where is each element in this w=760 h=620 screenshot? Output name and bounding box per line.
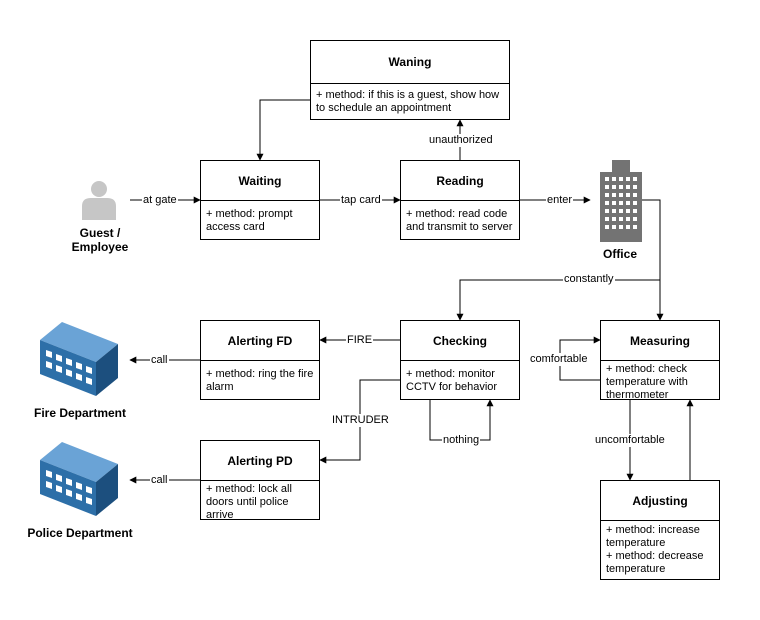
state-waiting[interactable]: Waiting + method: prompt access card	[200, 160, 320, 240]
transition-label-constantly: constantly	[563, 273, 615, 286]
guest-label-line: Guest /	[79, 226, 121, 240]
method-line: access card	[206, 221, 265, 233]
edge-waning-to-waiting	[256, 99, 310, 161]
method-line: alarm	[206, 381, 234, 393]
state-alerting-fd[interactable]: Alerting FD + method: ring the fire alar…	[200, 320, 320, 400]
state-title: Reading	[401, 161, 519, 201]
method-line: + method: decrease	[606, 550, 704, 562]
method-line: temperature	[606, 537, 666, 549]
state-methods: + method: read code and transmit to serv…	[406, 208, 515, 234]
state-methods: + method: prompt access card	[206, 208, 315, 234]
method-line: temperature	[606, 563, 666, 575]
office-building-icon	[600, 160, 642, 242]
method-line: + method: check	[606, 363, 688, 375]
state-methods: + method: lock all doors until police ar…	[206, 483, 315, 522]
fire-department-label: Fire Department	[33, 406, 127, 420]
transition-label-comfortable: comfortable	[529, 353, 589, 366]
transition-label-unauthorized: unauthorized	[428, 134, 494, 147]
method-line: CCTV for behavior	[406, 381, 498, 393]
police-department-building-icon	[40, 442, 118, 516]
office-label: Office	[602, 247, 637, 261]
state-reading[interactable]: Reading + method: read code and transmit…	[400, 160, 520, 240]
transition-label-uncomfortable: uncomfortable	[594, 434, 666, 447]
police-department-label: Police Department	[27, 526, 133, 540]
method-line: thermometer	[606, 389, 669, 401]
method-line: + method: monitor	[406, 368, 495, 380]
state-methods: + method: monitor CCTV for behavior	[406, 368, 515, 394]
transition-label-at-gate: at gate	[142, 194, 178, 207]
state-methods: + method: check temperature with thermom…	[606, 363, 715, 402]
method-line: + method: prompt	[206, 208, 293, 220]
method-line: + method: increase	[606, 524, 700, 536]
method-line: and transmit to server	[406, 221, 513, 233]
guest-label-line: Employee	[71, 240, 129, 254]
state-title: Alerting PD	[201, 441, 319, 481]
guest-employee-label: Guest / Employee	[60, 226, 140, 254]
transition-label-call-pd: call	[150, 474, 169, 487]
state-title: Waning	[311, 41, 509, 84]
state-methods: + method: if this is a guest, show how t…	[316, 89, 505, 115]
state-waning[interactable]: Waning + method: if this is a guest, sho…	[310, 40, 510, 120]
transition-label-call-fd: call	[150, 354, 169, 367]
state-title: Adjusting	[601, 481, 719, 521]
state-checking[interactable]: Checking + method: monitor CCTV for beha…	[400, 320, 520, 400]
transition-label-intruder: INTRUDER	[331, 414, 390, 427]
person-icon	[82, 181, 116, 220]
method-line: temperature with	[606, 376, 688, 388]
method-line: arrive	[206, 509, 234, 521]
state-alerting-pd[interactable]: Alerting PD + method: lock all doors unt…	[200, 440, 320, 522]
method-line: + method: ring the fire	[206, 368, 314, 380]
state-measuring[interactable]: Measuring + method: check temperature wi…	[600, 320, 720, 402]
state-title: Waiting	[201, 161, 319, 201]
method-line: to schedule an appointment	[316, 102, 452, 114]
transition-label-tap-card: tap card	[340, 194, 382, 207]
state-title: Checking	[401, 321, 519, 361]
method-line: + method: read code	[406, 208, 508, 220]
method-line: + method: lock all	[206, 483, 292, 495]
state-methods: + method: increase temperature + method:…	[606, 524, 715, 576]
method-line: doors until police	[206, 496, 289, 508]
transition-label-nothing: nothing	[442, 434, 481, 447]
state-methods: + method: ring the fire alarm	[206, 368, 315, 394]
transition-label-enter: enter	[546, 194, 574, 207]
edge-constantly	[456, 279, 660, 321]
method-line: + method: if this is a guest, show how	[316, 89, 500, 101]
state-title: Alerting FD	[201, 321, 319, 361]
fire-department-building-icon	[40, 322, 118, 396]
state-title: Measuring	[601, 321, 719, 361]
state-adjusting[interactable]: Adjusting + method: increase temperature…	[600, 480, 720, 580]
transition-label-fire: FIRE	[346, 334, 374, 347]
